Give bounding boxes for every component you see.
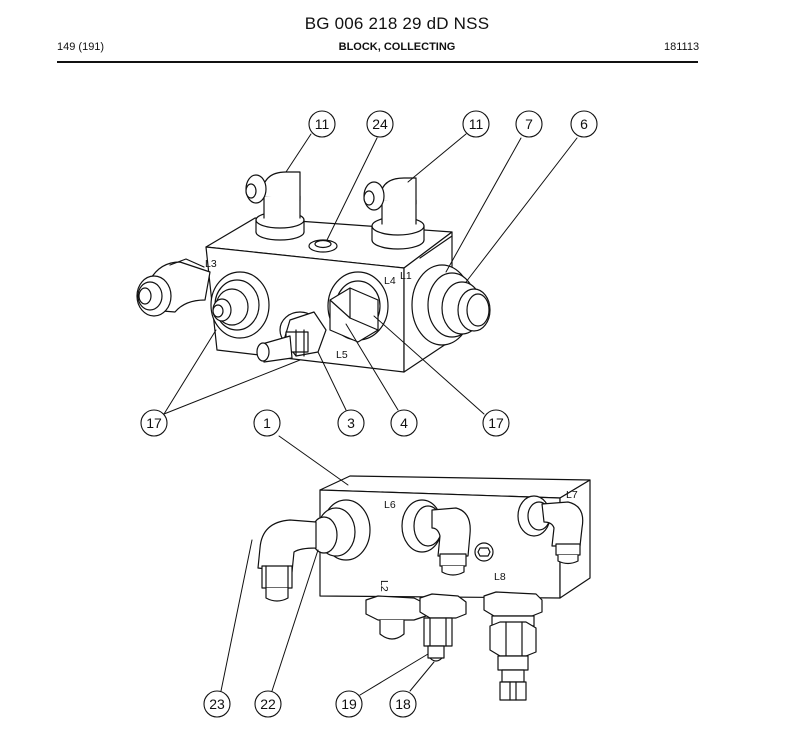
callout-17-right: 17 [482,409,510,437]
fitting-22-23-left [257,499,371,602]
callout-4: 4 [390,409,418,437]
port-label-l3: L3 [205,258,217,270]
fitting-6-7-right [411,264,491,346]
header-rule [57,61,698,63]
bottom-plug-left [365,595,427,640]
port-label-l7: L7 [566,489,578,501]
page-number: 149 (191) [57,41,105,53]
svg-text:6: 6 [580,116,588,132]
port-label-l2: L2 [378,580,390,592]
elbow-fitting-l7 [517,495,584,565]
date-code: 181113 [664,41,700,53]
callout-24: 24 [366,110,394,138]
part-title: BLOCK, COLLECTING [338,41,456,53]
leader-lines [163,133,578,696]
svg-text:3: 3 [347,415,355,431]
callout-19: 19 [335,690,363,718]
svg-text:7: 7 [525,116,533,132]
callout-18: 18 [389,690,417,718]
svg-text:19: 19 [341,696,357,712]
port-label-l8: L8 [494,571,506,583]
fitting-4 [329,287,379,343]
fitting-19-18 [419,593,467,662]
port-labels: L3 L4 L1 L5 L6 L7 L8 L2 [205,258,578,592]
elbow-fitting-l6 [401,499,471,576]
elbow-fitting-left [136,258,211,317]
svg-text:1: 1 [263,415,271,431]
elbow-fitting-11-right [363,177,425,250]
callout-23: 23 [203,690,231,718]
callout-17-left: 17 [140,409,168,437]
bottom-sensor-right [483,591,543,701]
elbow-fitting-11-left [245,171,305,241]
callout-7: 7 [515,110,543,138]
port-label-l6: L6 [384,499,396,511]
svg-text:23: 23 [209,696,225,712]
svg-text:17: 17 [488,415,504,431]
document-title: BG 006 218 29 dD NSS [304,14,490,33]
port-label-l1: L1 [400,270,412,282]
callout-6: 6 [570,110,598,138]
callout-11-right: 11 [462,110,490,138]
callouts: 11 24 11 7 6 17 1 3 [140,110,598,718]
svg-text:4: 4 [400,415,408,431]
svg-text:24: 24 [372,116,388,132]
svg-text:17: 17 [146,415,162,431]
callout-1: 1 [253,409,281,437]
sensor-3 [256,311,327,363]
port-label-l4: L4 [384,275,396,287]
fitting-17-left [210,271,270,339]
svg-text:11: 11 [315,116,330,132]
page-header: BG 006 218 29 dD NSS 149 (191) BLOCK, CO… [0,0,794,70]
svg-text:18: 18 [395,696,411,712]
svg-text:11: 11 [469,116,484,132]
callout-3: 3 [337,409,365,437]
callout-11-left: 11 [308,110,336,138]
callout-22: 22 [254,690,282,718]
svg-text:22: 22 [260,696,276,712]
port-label-l5: L5 [336,349,348,361]
